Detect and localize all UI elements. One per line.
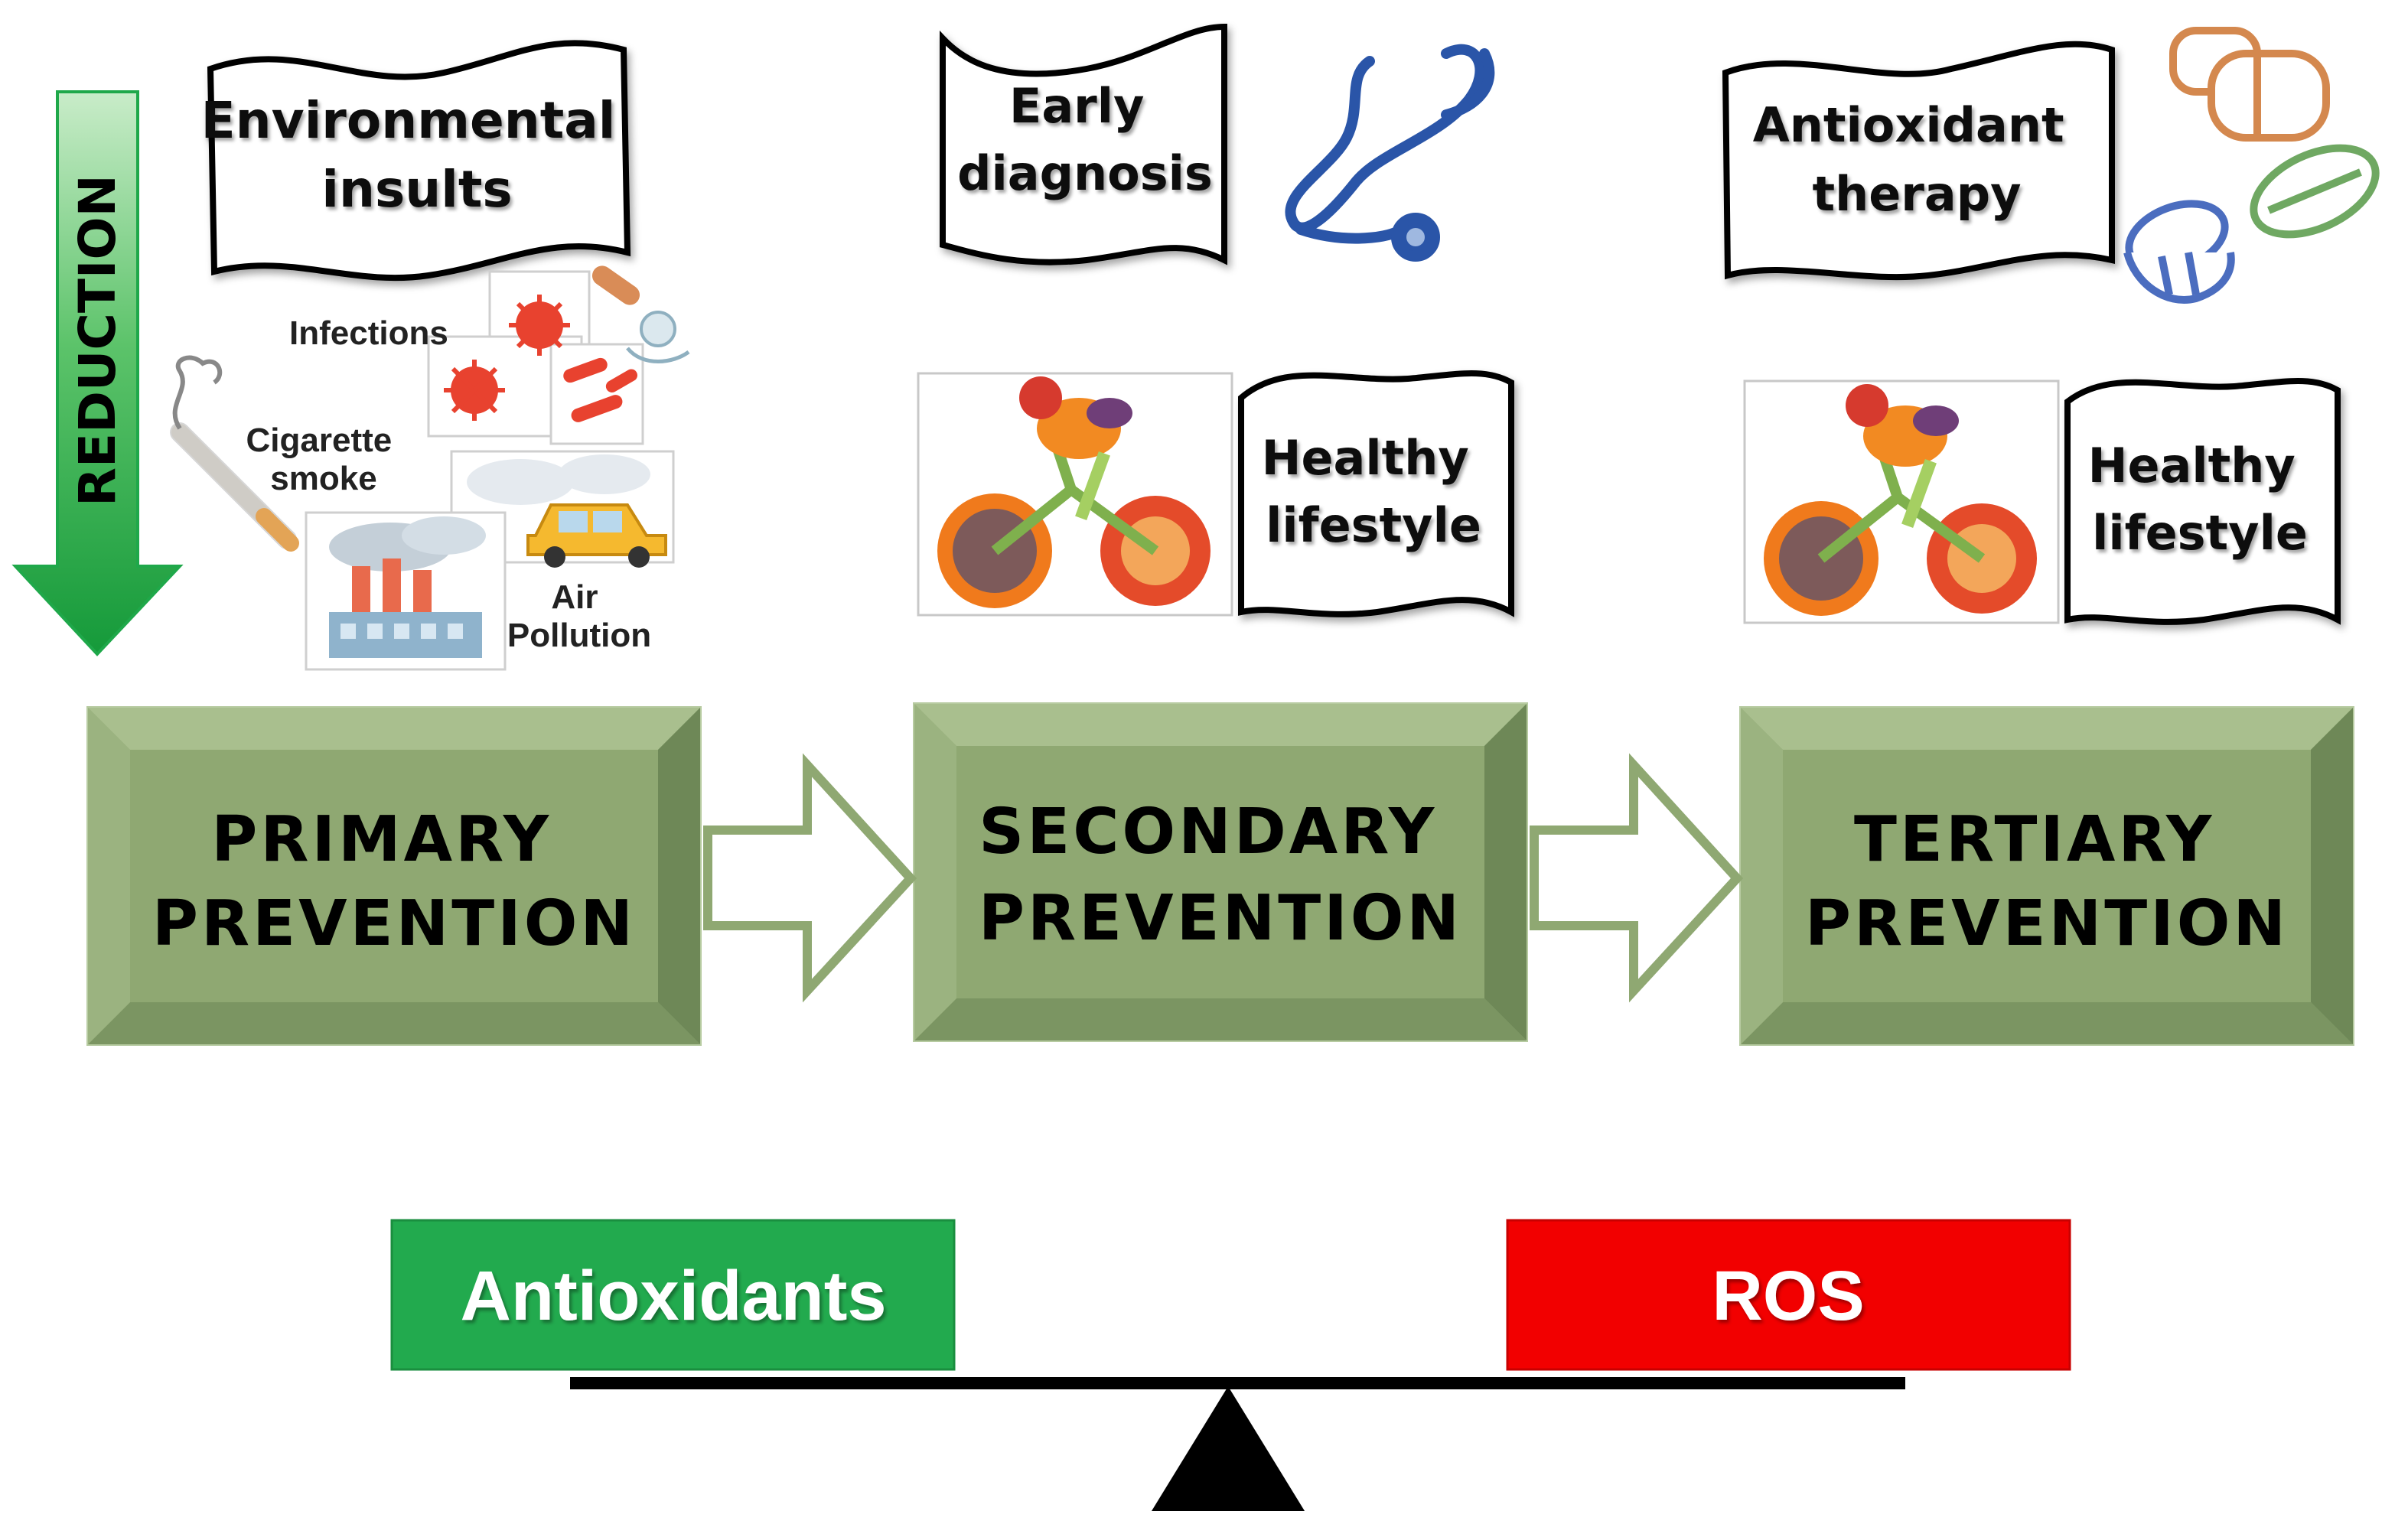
svg-text:Healthy lifestyle: Healthy lifestyle <box>1262 430 1486 553</box>
bacteria-icon <box>563 357 637 422</box>
banner-line: insults <box>321 160 512 219</box>
tertiary-prevention-box: TERTIARY PREVENTION <box>1739 706 2354 1046</box>
cigarette-picture: Cigarette smoke <box>170 355 402 552</box>
balance-fulcrum <box>1152 1386 1305 1511</box>
flow-arrow-primary-to-secondary <box>703 753 917 1003</box>
car-icon <box>526 503 667 568</box>
svg-text:SECONDARY PREVENTION: SECONDARY PREVENTION <box>979 796 1462 955</box>
antioxidants-box: Antioxidants <box>390 1219 956 1371</box>
antioxidants-label: Antioxidants <box>460 1257 886 1335</box>
banner-healthy-lifestyle-tertiary: Healthy lifestyle <box>2064 378 2341 625</box>
svg-text:Environmental insults: Environmental insults <box>201 91 634 219</box>
box-line: PRIMARY <box>211 803 552 876</box>
cigarette-label: Cigarette <box>246 422 393 459</box>
box-line: SECONDARY <box>979 796 1437 868</box>
virus-icon <box>444 295 570 421</box>
banner-environmental-insults: Environmental insults <box>201 40 634 282</box>
pills-icon <box>2123 27 2380 304</box>
banner-antioxidant-therapy: Antioxidant therapy <box>1722 41 2115 281</box>
banner-line: diagnosis <box>957 145 1213 201</box>
svg-text:Cigarette smoke: Cigarette smoke <box>246 422 402 497</box>
svg-text:Air Pollution: Air Pollution <box>507 578 651 654</box>
svg-text:TERTIARY PREVENTION: TERTIARY PREVENTION <box>1805 803 2289 960</box>
ros-label: ROS <box>1712 1257 1864 1335</box>
box-line: PREVENTION <box>152 887 636 960</box>
air-pollution-picture: Air Pollution <box>305 450 675 671</box>
flow-arrow-secondary-to-tertiary <box>1530 753 1744 1003</box>
svg-text:Healthy lifestyle: Healthy lifestyle <box>2088 438 2312 561</box>
factory-icon <box>329 516 486 658</box>
banner-line: Environmental <box>201 91 616 150</box>
fruit-bike-icon <box>1743 379 2060 624</box>
reduction-label: REDUCTION <box>68 174 127 506</box>
box-line: TERTIARY <box>1854 803 2214 876</box>
cigarette-label: smoke <box>270 460 376 497</box>
banner-line: Early <box>1009 78 1144 134</box>
banner-line: Healthy <box>1262 430 1469 486</box>
stethoscope-icon <box>1285 44 1495 262</box>
infections-picture: Infections <box>289 265 690 445</box>
reduction-arrow: REDUCTION <box>11 90 184 656</box>
sprayer-icon <box>591 265 690 363</box>
ros-box: ROS <box>1506 1219 2071 1371</box>
banner-line: therapy <box>1812 166 2021 222</box>
pollution-label: Pollution <box>507 617 651 654</box>
banner-line: lifestyle <box>2092 505 2308 561</box>
infections-label: Infections <box>289 314 448 352</box>
box-line: PREVENTION <box>1805 887 2289 960</box>
banner-line: Antioxidant <box>1753 97 2064 153</box>
cigarette-icon <box>170 355 299 552</box>
pollution-label: Air <box>551 578 598 616</box>
svg-text:Early diagnosis: Early diagnosis <box>957 78 1213 201</box>
banner-early-diagnosis: Early diagnosis <box>940 23 1227 265</box>
banner-healthy-lifestyle-secondary: Healthy lifestyle <box>1238 370 1514 617</box>
svg-text:PRIMARY PREVENTION: PRIMARY PREVENTION <box>152 803 636 960</box>
banner-line: Healthy <box>2088 438 2296 493</box>
secondary-prevention-box: SECONDARY PREVENTION <box>913 702 1528 1042</box>
svg-text:Antioxidant therapy: Antioxidant therapy <box>1753 97 2081 222</box>
fruit-bike-icon <box>917 372 1233 617</box>
banner-line: lifestyle <box>1266 497 1481 553</box>
primary-prevention-box: PRIMARY PREVENTION <box>86 706 702 1046</box>
box-line: PREVENTION <box>979 882 1462 955</box>
